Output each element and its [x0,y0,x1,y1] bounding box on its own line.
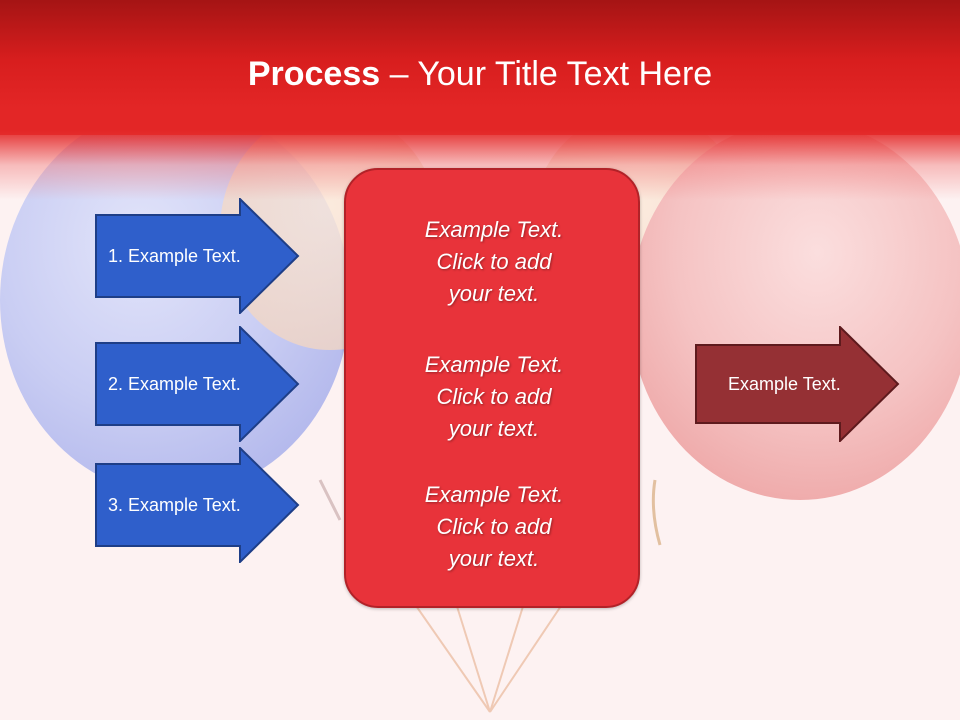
step-arrow-2[interactable]: 2. Example Text. [95,326,300,442]
step-arrow-1[interactable]: 1. Example Text. [95,198,300,314]
center-text-line: your text. [448,281,540,306]
arrow-right-icon [95,326,300,442]
center-text-block-3[interactable]: Example Text. Click to add your text. [346,479,642,575]
slide-title: Process – Your Title Text Here [0,52,960,96]
step-arrow-3[interactable]: 3. Example Text. [95,447,300,563]
arrow-right-icon [95,198,300,314]
balloon-strings [411,599,566,713]
title-bar [0,0,960,135]
center-text-line: Click to add [436,249,552,274]
center-text-block-2[interactable]: Example Text. Click to add your text. [346,349,642,445]
center-text-line: Example Text. [424,352,564,377]
center-content-box[interactable]: Example Text. Click to add your text. Ex… [344,168,640,608]
step-label-1: 1. Example Text. [108,246,241,266]
title-rest: – Your Title Text Here [380,55,713,93]
center-text-line: Click to add [436,514,552,539]
step-label-2: 2. Example Text. [108,374,241,394]
center-text-line: your text. [448,416,540,441]
arrow-right-icon [95,447,300,563]
center-text-line: Click to add [436,384,552,409]
center-text-line: Example Text. [424,217,564,242]
step-label-3: 3. Example Text. [108,495,241,515]
output-arrow[interactable]: Example Text. [695,326,900,442]
center-text-line: your text. [448,546,540,571]
output-label: Example Text. [728,374,841,394]
center-text-block-1[interactable]: Example Text. Click to add your text. [346,214,642,310]
title-bold: Process [247,55,381,93]
arrow-right-icon [695,326,900,442]
center-text-line: Example Text. [424,482,564,507]
